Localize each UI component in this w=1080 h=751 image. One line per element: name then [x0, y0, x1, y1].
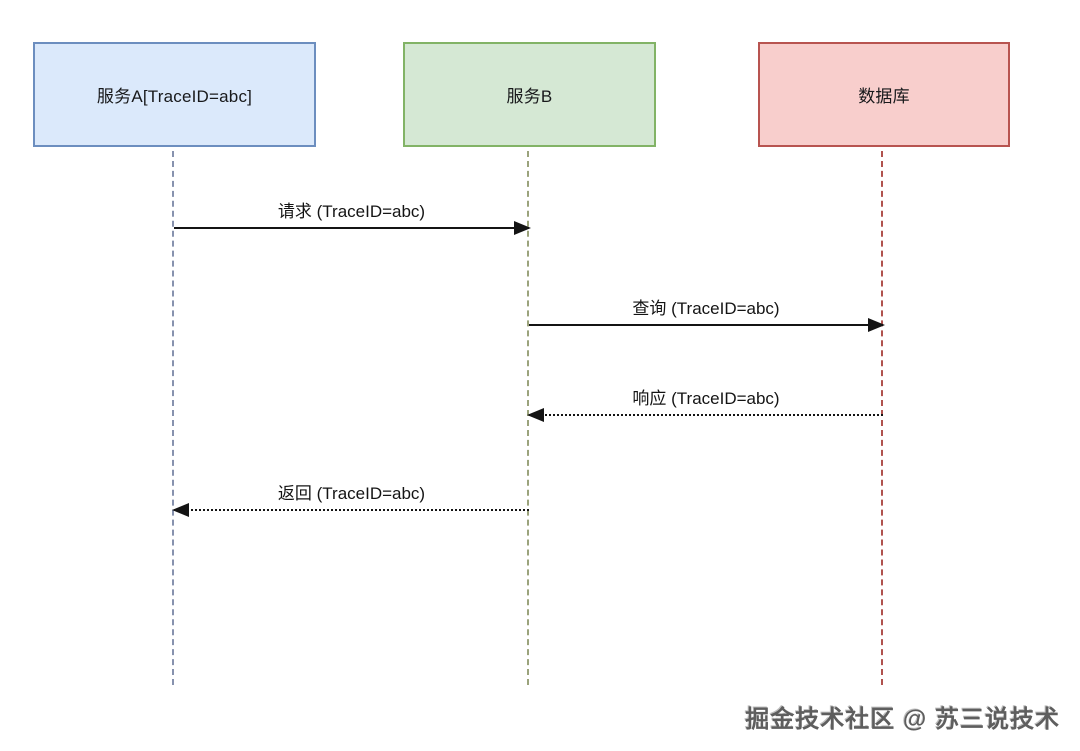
actor-label-service-b: 服务B — [506, 87, 553, 106]
arrowhead-left-icon — [172, 503, 189, 517]
message-response-line — [529, 414, 883, 416]
message-request-label: 请求 (TraceID=abc) — [277, 202, 426, 221]
watermark: 掘金技术社区 @ 苏三说技术 — [745, 706, 1060, 733]
message-query-line — [529, 324, 883, 326]
actor-label-database: 数据库 — [858, 87, 910, 106]
lifeline-database — [881, 151, 883, 685]
lifeline-service-a — [172, 151, 174, 685]
arrowhead-left-icon — [527, 408, 544, 422]
actor-box-service-a: 服务A[TraceID=abc] — [33, 42, 316, 147]
message-request-line — [174, 227, 529, 229]
message-query: 查询 (TraceID=abc) — [529, 294, 885, 332]
message-return: 返回 (TraceID=abc) — [172, 479, 529, 517]
arrowhead-right-icon — [868, 318, 885, 332]
message-request: 请求 (TraceID=abc) — [174, 197, 531, 235]
message-return-label: 返回 (TraceID=abc) — [277, 484, 426, 503]
message-query-label: 查询 (TraceID=abc) — [632, 299, 780, 318]
actor-box-service-b: 服务B — [403, 42, 656, 147]
message-return-line — [174, 509, 529, 511]
actor-box-database: 数据库 — [758, 42, 1010, 147]
actor-label-service-a: 服务A[TraceID=abc] — [96, 87, 253, 106]
message-response-label: 响应 (TraceID=abc) — [632, 389, 780, 408]
arrowhead-right-icon — [514, 221, 531, 235]
message-response: 响应 (TraceID=abc) — [527, 384, 883, 422]
